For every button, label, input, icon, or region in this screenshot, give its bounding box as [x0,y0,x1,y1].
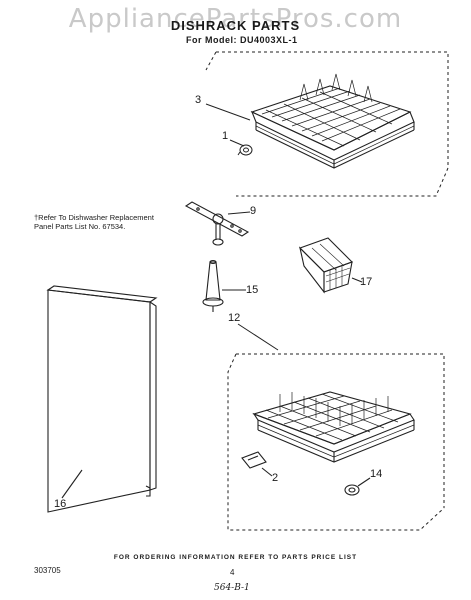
silverware-basket [298,237,363,294]
note-line-1: †Refer To Dishwasher Replacement [34,213,154,222]
watermark: AppliancePartsPros.com [68,4,403,34]
model-line: For Model: DU4003XL-1 [186,35,298,45]
leader-9 [227,211,251,215]
leader-1 [229,139,245,147]
rack-roller-part [344,477,371,496]
upper-rack [250,73,415,169]
upper-rack-group [205,51,449,197]
spray-tube [202,259,246,312]
leader-3 [205,103,251,121]
spray-arm [184,201,251,246]
upper-group-box [216,51,449,168]
rack-clip-part [241,451,273,477]
page-number: 4 [230,568,235,577]
ordering-footer: FOR ORDERING INFORMATION REFER TO PARTS … [113,554,358,561]
callout-12: 12 [228,312,241,324]
callout-9: 9 [250,205,257,217]
model-label: For Model: [186,35,237,45]
rack-wheel-part [237,144,253,156]
replacement-note: †Refer To Dishwasher Replacement Panel P… [34,213,184,231]
callout-16: 16 [54,498,67,510]
callout-1: 1 [222,130,229,142]
leader-12 [237,323,279,351]
page-title: DISHRACK PARTS [170,18,301,33]
leader-17 [351,277,363,283]
callout-3: 3 [195,94,202,106]
callout-14: 14 [370,468,383,480]
callout-2: 2 [272,472,279,484]
page-reference: 564-B-1 [214,583,250,593]
doc-code: 303705 [34,566,61,575]
lower-rack [252,391,415,463]
note-line-2: Panel Parts List No. 67534. [34,222,126,231]
leader-14 [357,477,371,487]
callout-15: 15 [246,284,259,296]
callout-17: 17 [360,276,373,288]
leader-16 [61,469,83,499]
model-number: DU4003XL-1 [240,35,298,45]
leader-2 [261,467,273,477]
door-panel [46,285,158,513]
lower-rack-group [227,353,445,531]
